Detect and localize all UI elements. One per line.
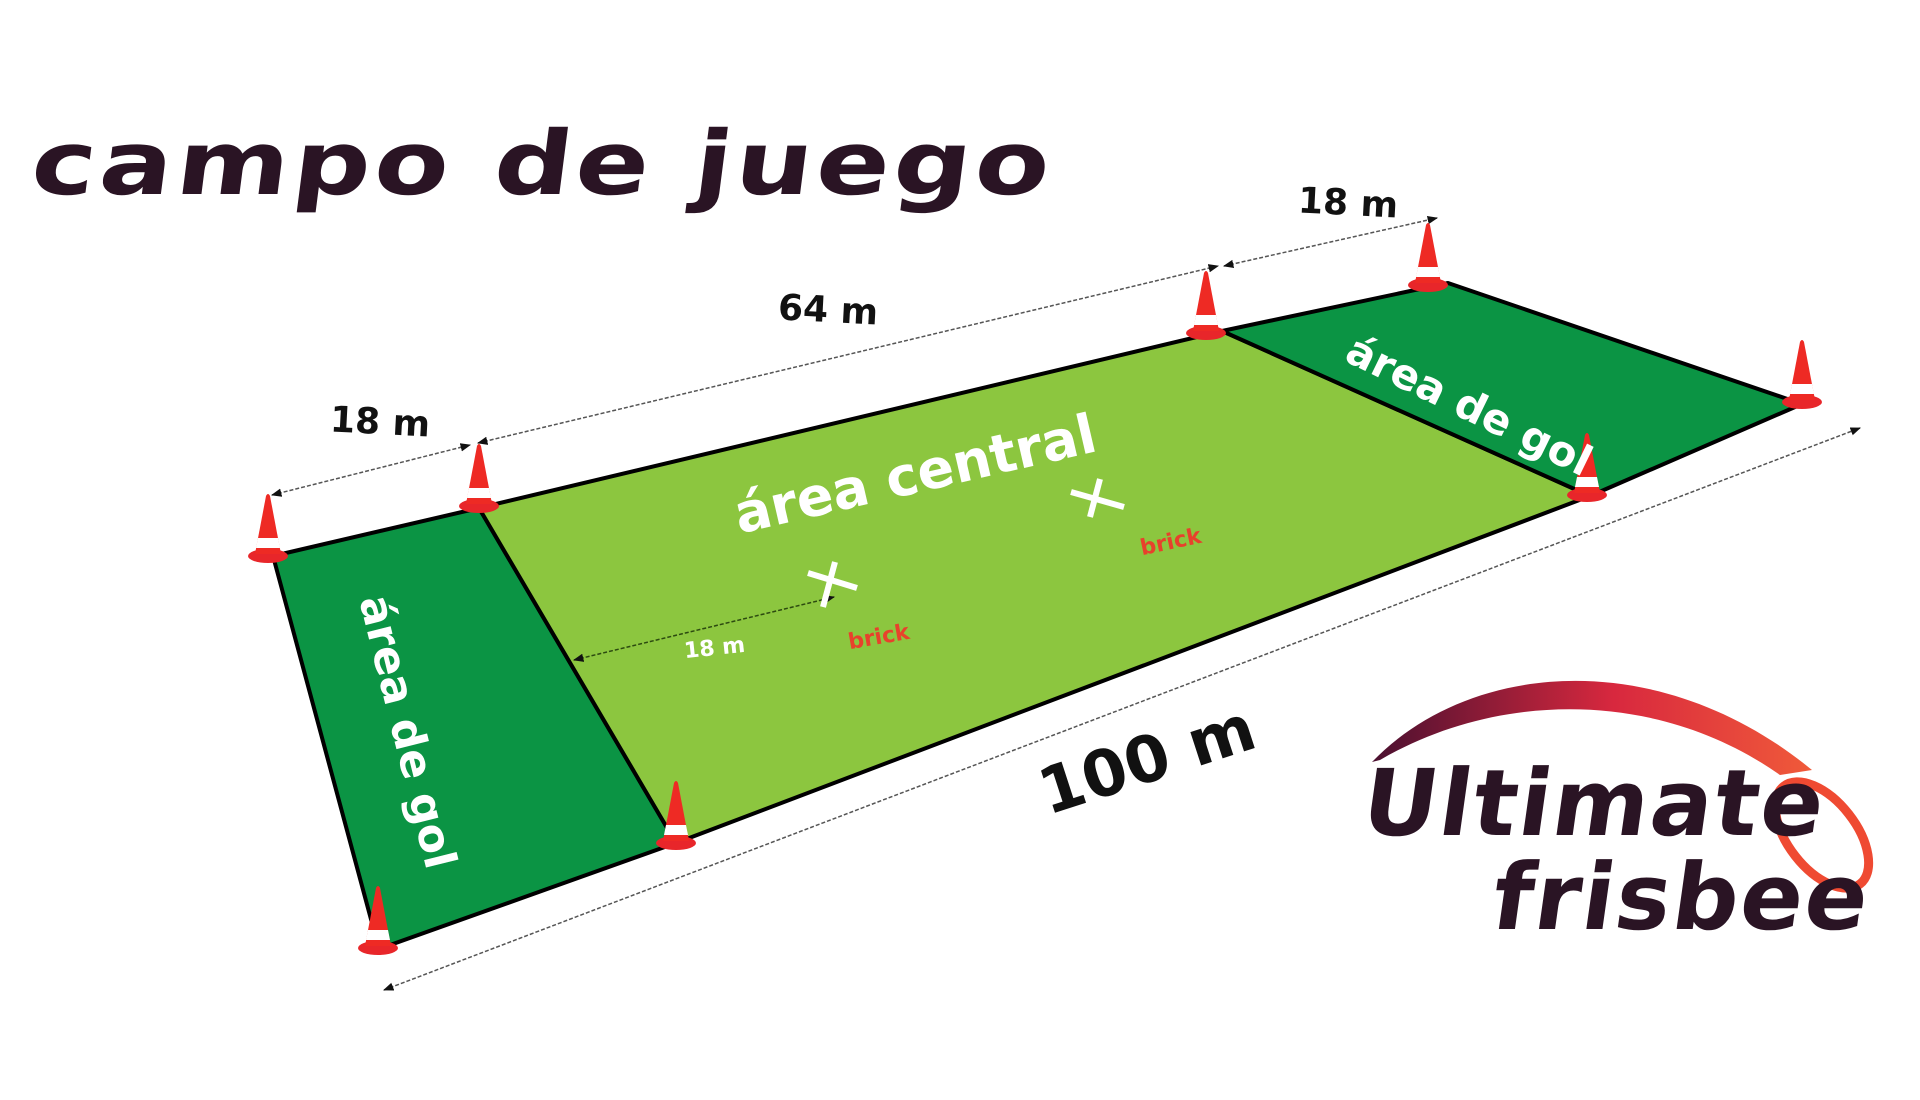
dim-line-central: [476, 264, 1220, 445]
cones: [248, 223, 1822, 955]
brick-mark-1: [807, 561, 858, 608]
dim-line-right-endzone: [1222, 215, 1439, 269]
cone-icon: [459, 444, 499, 513]
label-right-endzone-depth: 18 m: [1296, 180, 1400, 227]
cone-icon: [1782, 340, 1822, 409]
cone-icon: [656, 781, 696, 850]
cone-icon: [1186, 271, 1226, 340]
frisbee-disc-icon: [1770, 777, 1874, 893]
cone-icon: [1567, 433, 1607, 502]
logo-line-1: Ultimate: [1356, 750, 1834, 857]
dim-line-total: [383, 427, 1861, 991]
brick-mark-2: [1070, 478, 1125, 518]
dim-line-left-endzone: [270, 443, 472, 497]
dim-line-brick: [572, 595, 836, 662]
cone-icon: [248, 494, 288, 563]
label-central-length: 64 m: [776, 287, 880, 334]
label-left-endzone-depth: 18 m: [328, 399, 432, 446]
logo-line-2: frisbee: [1486, 844, 1878, 951]
cone-icon: [1408, 223, 1448, 292]
cone-icon: [358, 886, 398, 955]
logo-swoosh: [1372, 680, 1812, 775]
page-title: campo de juego: [25, 112, 1061, 216]
